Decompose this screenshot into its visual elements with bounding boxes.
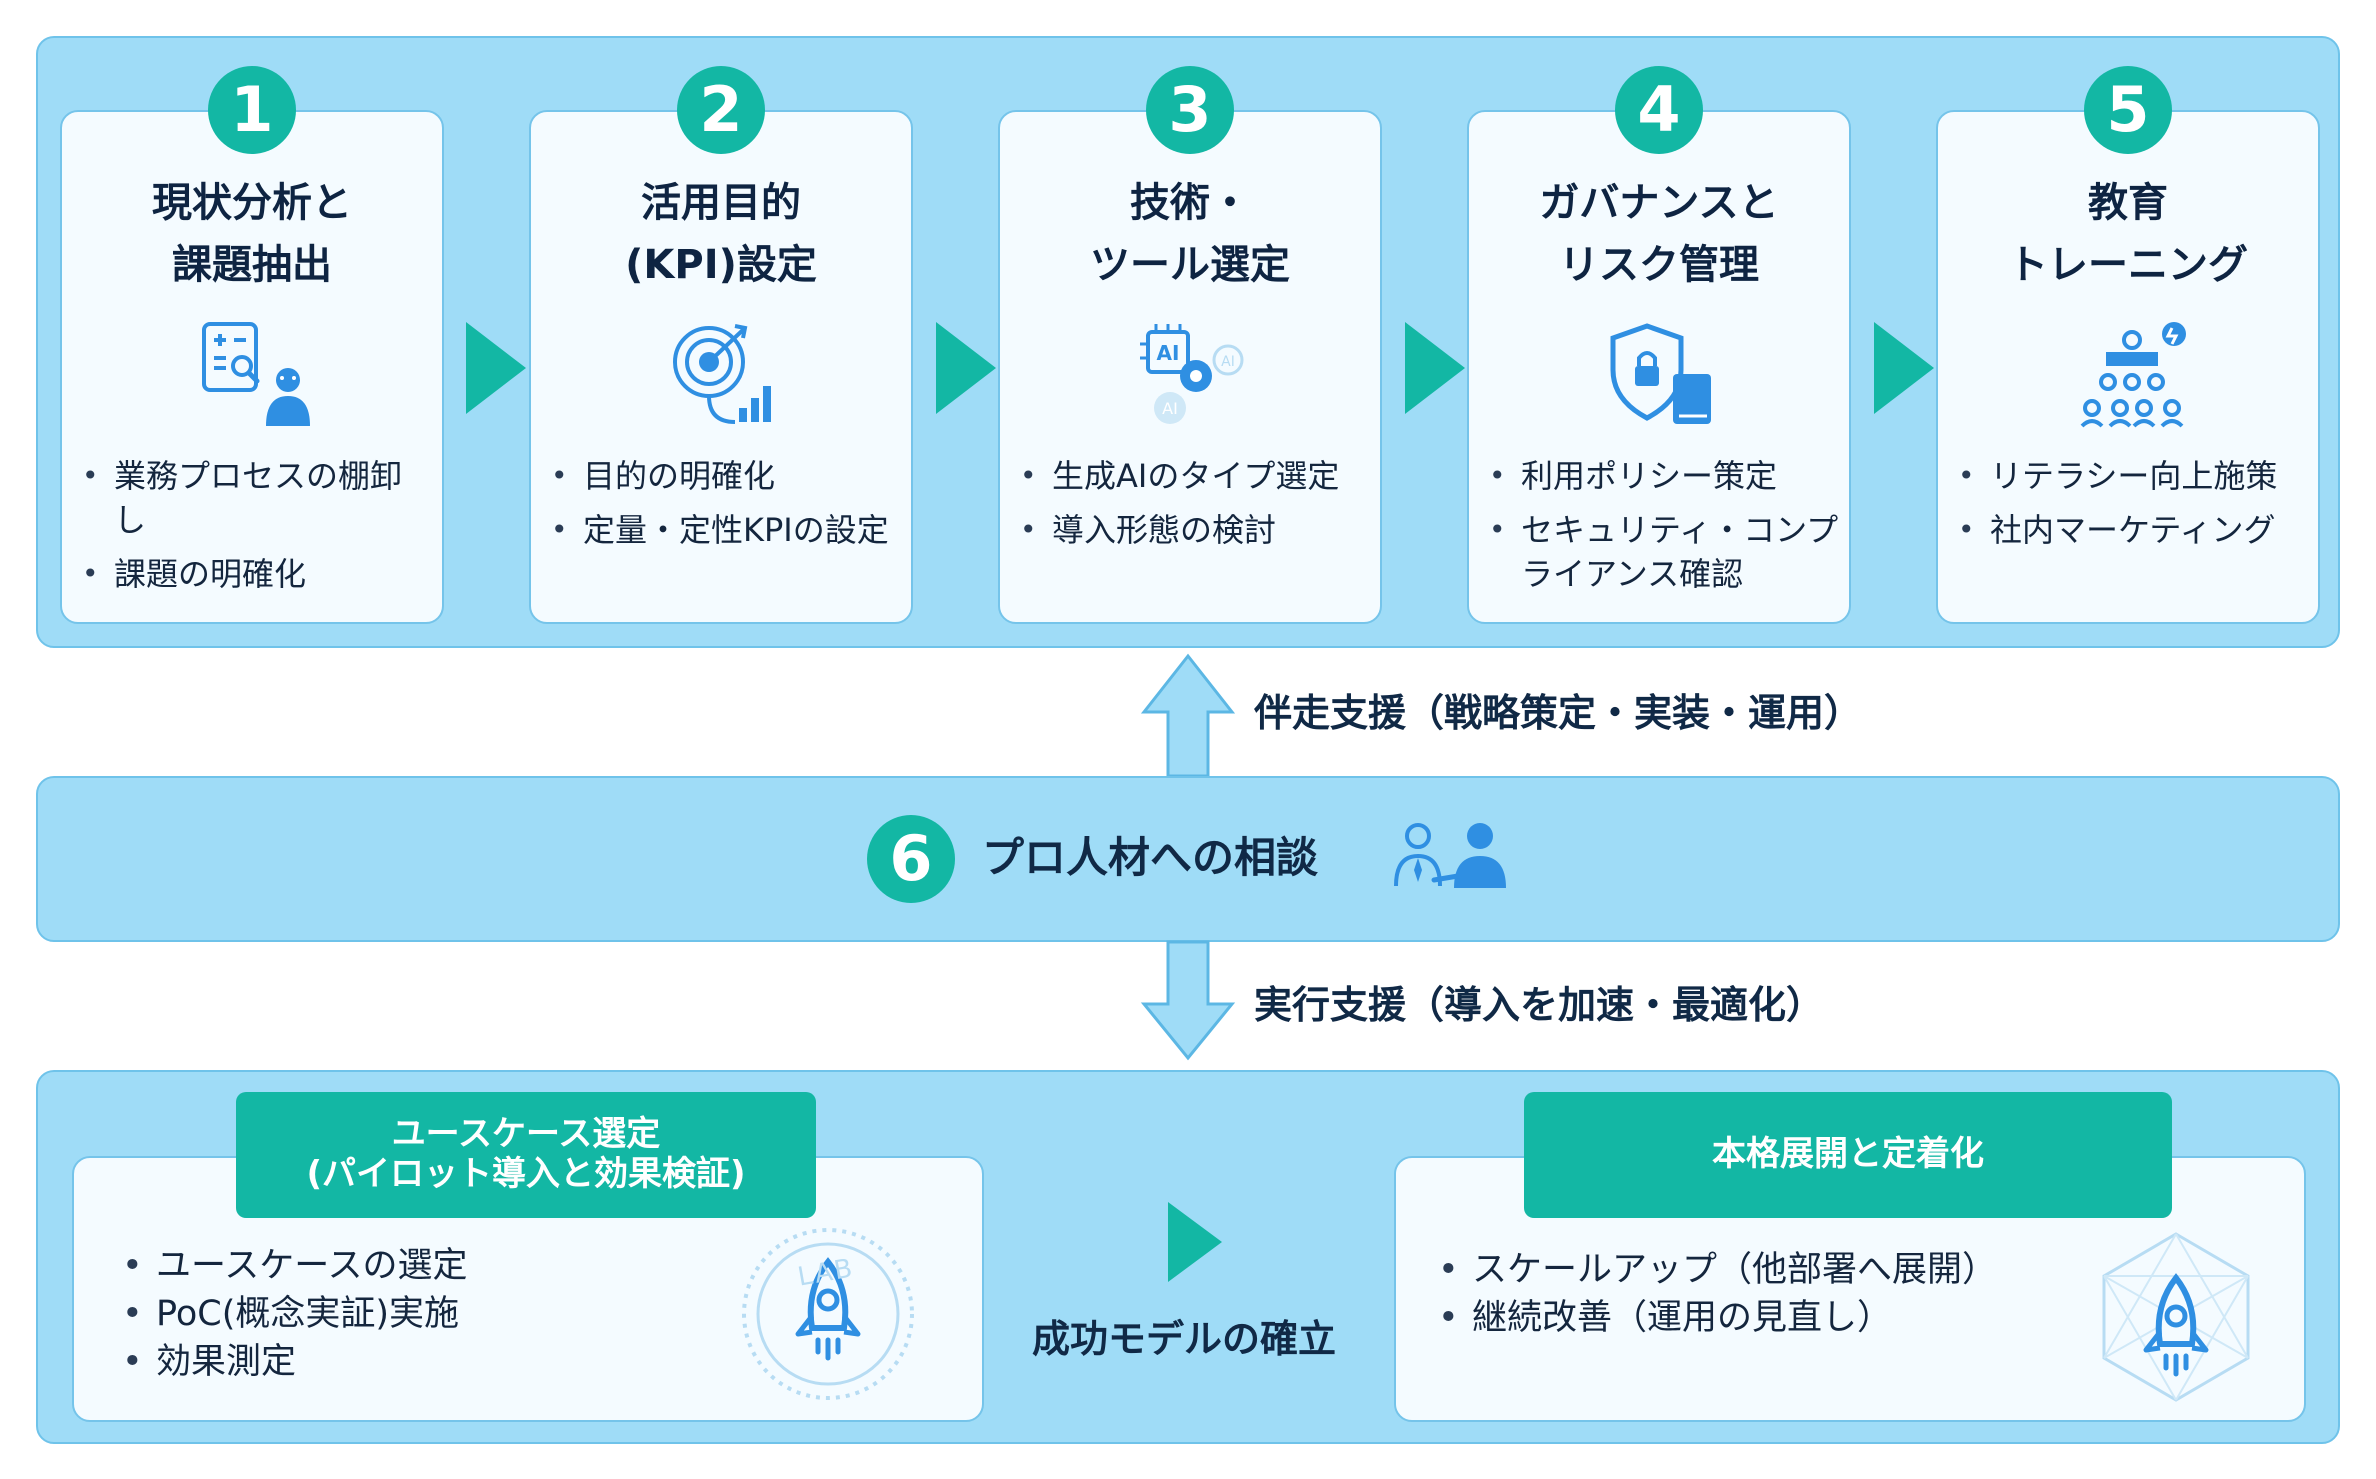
step-title-1: 現状分析と課題抽出: [62, 172, 442, 296]
step-bullets-5: リテラシー向上施策社内マーケティング: [1956, 454, 2308, 562]
list-item: セキュリティ・コンプライアンス確認: [1487, 508, 1839, 596]
list-item: 継続改善（運用の見直し）: [1432, 1294, 2132, 1342]
step-card-4: ガバナンスとリスク管理利用ポリシー策定セキュリティ・コンプライアンス確認: [1467, 110, 1851, 624]
step-title-line: ツール選定: [1090, 242, 1290, 288]
step-title-line: 技術・: [1130, 180, 1250, 226]
step-bullets-3: 生成AIのタイプ選定導入形態の検討: [1018, 454, 1370, 562]
step-title-line: 現状分析と: [152, 180, 352, 226]
list-item: 定量・定性KPIの設定: [549, 508, 901, 552]
step-title-line: トレーニング: [2008, 242, 2248, 288]
step-5-badge: 5: [2084, 66, 2172, 154]
training-group-bulb-icon: [2080, 322, 2186, 428]
step-bullets-1: 業務プロセスの棚卸し課題の明確化: [80, 454, 432, 606]
list-item: 生成AIのタイプ選定: [1018, 454, 1370, 498]
support-down-label: 実行支援（導入を加速・最適化）: [1254, 983, 1825, 1027]
success-model-label: 成功モデルの確立: [1032, 1317, 1337, 1361]
pilot-title-pill: ユースケース選定 (パイロット導入と効果検証): [236, 1092, 816, 1218]
pilot-title-line2: (パイロット導入と効果検証): [306, 1154, 746, 1194]
pilot-bullets: ユースケースの選定PoC(概念実証)実施効果測定: [116, 1242, 676, 1386]
pilot-title-line1: ユースケース選定: [391, 1114, 661, 1154]
step-title-line: 教育: [2088, 180, 2168, 226]
step-title-4: ガバナンスとリスク管理: [1469, 172, 1849, 296]
step-title-line: ガバナンスと: [1539, 180, 1779, 226]
network-rocket-icon: [2102, 1232, 2250, 1402]
list-item: PoC(概念実証)実施: [116, 1290, 676, 1338]
step-title-line: 活用目的: [641, 180, 801, 226]
step-arrow-2-3: [936, 322, 996, 414]
step-card-3: 技術・ツール選定 AI AI AI 生成AIのタイプ選定導入形態の検討: [998, 110, 1382, 624]
step-arrow-4-5: [1874, 322, 1934, 414]
success-arrow: [1168, 1202, 1222, 1282]
step-2-badge: 2: [677, 66, 765, 154]
consult-panel: [36, 776, 2340, 942]
list-item: スケールアップ（他部署へ展開）: [1432, 1246, 2132, 1294]
svg-text:AI: AI: [1157, 341, 1180, 365]
list-item: 社内マーケティング: [1956, 508, 2308, 552]
list-item: 利用ポリシー策定: [1487, 454, 1839, 498]
support-up-label: 伴走支援（戦略策定・実装・運用）: [1254, 691, 1863, 735]
step-arrow-3-4: [1405, 322, 1465, 414]
list-item: 効果測定: [116, 1338, 676, 1386]
step-1-badge: 1: [208, 66, 296, 154]
step-title-line: (KPI)設定: [625, 242, 817, 288]
step-arrow-1-2: [466, 322, 526, 414]
lab-rocket-icon: [742, 1228, 914, 1400]
document-search-person-icon: [202, 322, 310, 426]
svg-text:AI: AI: [1221, 354, 1235, 370]
step-title-line: 課題抽出: [172, 242, 332, 288]
step-title-3: 技術・ツール選定: [1000, 172, 1380, 296]
list-item: 業務プロセスの棚卸し: [80, 454, 432, 542]
step-card-5: 教育トレーニングリテラシー向上施策社内マーケティング: [1936, 110, 2320, 624]
step-card-2: 活用目的 (KPI)設定目的の明確化定量・定性KPIの設定: [529, 110, 913, 624]
consultation-people-icon: [1394, 823, 1506, 888]
step-6-badge: 6: [867, 815, 955, 903]
list-item: 導入形態の検討: [1018, 508, 1370, 552]
deploy-title: 本格展開と定着化: [1712, 1134, 1984, 1174]
svg-text:AI: AI: [1162, 399, 1178, 418]
step-title-5: 教育トレーニング: [1938, 172, 2318, 296]
list-item: リテラシー向上施策: [1956, 454, 2308, 498]
support-down-arrow: [1140, 940, 1236, 1061]
list-item: 目的の明確化: [549, 454, 901, 498]
step-title-2: 活用目的 (KPI)設定: [531, 172, 911, 296]
consult-label: プロ人材への相談: [982, 833, 1319, 882]
target-chart-icon: [673, 324, 771, 424]
ai-chip-gear-icon: AI AI AI: [1140, 324, 1244, 424]
step-card-1: 現状分析と課題抽出業務プロセスの棚卸し課題の明確化: [60, 110, 444, 624]
deploy-bullets: スケールアップ（他部署へ展開）継続改善（運用の見直し）: [1432, 1246, 2132, 1342]
list-item: 課題の明確化: [80, 552, 432, 596]
list-item: ユースケースの選定: [116, 1242, 676, 1290]
step-4-badge: 4: [1615, 66, 1703, 154]
deploy-title-pill: 本格展開と定着化: [1524, 1092, 2172, 1218]
shield-lock-book-icon: [1610, 323, 1711, 424]
step-3-badge: 3: [1146, 66, 1234, 154]
step-bullets-2: 目的の明確化定量・定性KPIの設定: [549, 454, 901, 562]
support-up-arrow: [1140, 653, 1236, 778]
step-bullets-4: 利用ポリシー策定セキュリティ・コンプライアンス確認: [1487, 454, 1839, 606]
step-title-line: リスク管理: [1559, 242, 1759, 288]
